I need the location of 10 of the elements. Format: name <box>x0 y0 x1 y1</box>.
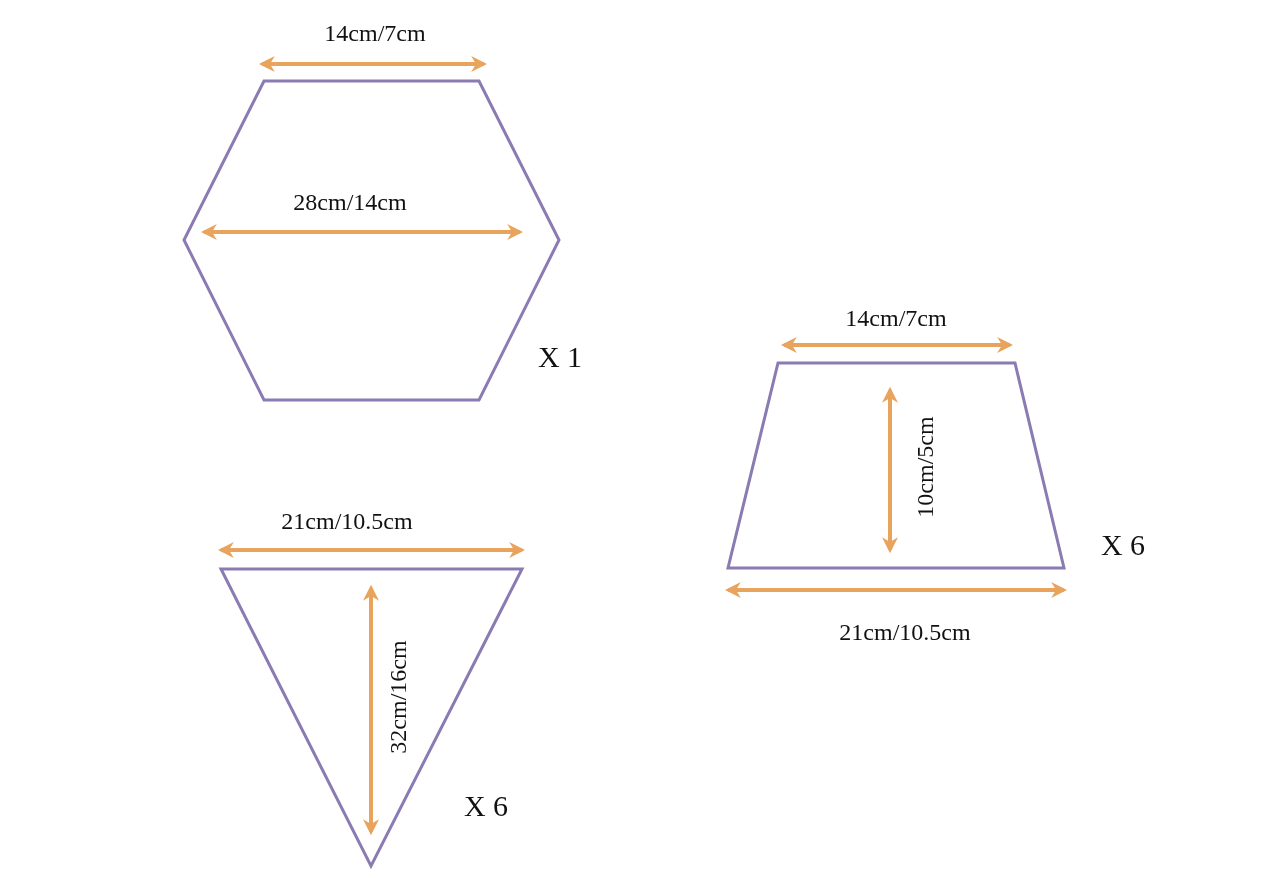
dimension-label: 21cm/10.5cm <box>839 620 971 644</box>
quantity-label: X 6 <box>1100 530 1146 560</box>
dimension-label: 14cm/7cm <box>845 306 947 330</box>
quantity-label: X 1 <box>537 342 583 372</box>
dimension-label: 28cm/14cm <box>293 190 407 214</box>
dimension-label: 10cm/5cm <box>913 416 937 518</box>
quantity-label: X 6 <box>463 791 509 821</box>
dimension-label: 21cm/10.5cm <box>281 509 413 533</box>
dimension-label: 14cm/7cm <box>324 21 426 45</box>
dimension-label: 32cm/16cm <box>386 640 410 754</box>
